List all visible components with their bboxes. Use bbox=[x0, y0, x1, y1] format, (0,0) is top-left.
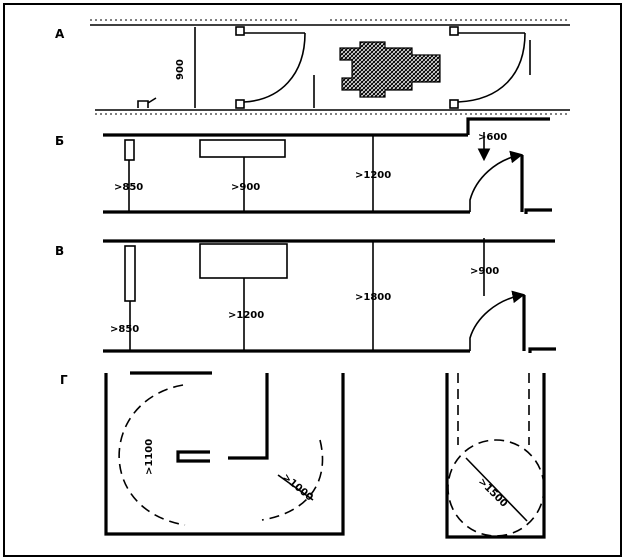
dim-850: >850 bbox=[114, 182, 143, 193]
dim-1000: >1000 bbox=[280, 472, 315, 504]
wheelchair-icon bbox=[339, 41, 441, 98]
width-dimension-text: 900 bbox=[175, 59, 186, 80]
dim-900: >900 bbox=[231, 182, 260, 193]
dim-1200: >1200 bbox=[228, 310, 264, 321]
dim-line-1500 bbox=[465, 457, 528, 522]
door-frame-bottom-right bbox=[449, 99, 459, 109]
dim-1500: >1500 bbox=[476, 476, 509, 509]
wall-bottom-right bbox=[528, 347, 556, 353]
section-v-label: В bbox=[55, 244, 64, 258]
wall-bottom-right bbox=[524, 208, 552, 214]
door-swing-arc-right bbox=[457, 32, 526, 103]
turning-circle bbox=[447, 439, 545, 537]
section-b-label: Б bbox=[55, 134, 64, 148]
dim-1200: >1200 bbox=[355, 170, 391, 181]
wall-step bbox=[466, 117, 550, 135]
dim-850: >850 bbox=[110, 324, 139, 335]
door-frame-top-left bbox=[235, 26, 245, 36]
obstacle-post bbox=[124, 245, 136, 302]
dim-1800: >1800 bbox=[355, 292, 391, 303]
turning-arc-left bbox=[118, 384, 186, 526]
section-a-label: А bbox=[55, 27, 65, 41]
dim-600: >600 bbox=[478, 132, 507, 143]
room-walls bbox=[104, 373, 345, 536]
section-g: Г >1100 >1000 >1500 bbox=[60, 371, 546, 539]
door-swing-arc-left bbox=[243, 32, 306, 103]
door-frame-top-right bbox=[449, 26, 459, 36]
inner-wall bbox=[228, 373, 269, 460]
obstacle-bench bbox=[199, 139, 286, 158]
door-stop bbox=[137, 97, 157, 108]
section-v: В >850 >1200 >1800 >900 bbox=[55, 238, 556, 353]
dim-1100: >1100 bbox=[144, 439, 155, 475]
section-a: А 900 bbox=[55, 19, 570, 115]
section-b: Б >850 >900 >1200 >600 bbox=[55, 117, 552, 214]
cubicle-walls bbox=[445, 373, 546, 539]
outer-border bbox=[3, 3, 622, 557]
obstacle-bench bbox=[199, 243, 288, 279]
door-swing-arc bbox=[469, 290, 526, 351]
door-swing-arc bbox=[469, 150, 524, 212]
door-frame-bottom-left bbox=[235, 99, 245, 109]
obstacle-post bbox=[124, 139, 135, 161]
section-g-label: Г bbox=[60, 373, 68, 387]
dim-900: >900 bbox=[470, 266, 499, 277]
dim-line-1000 bbox=[277, 474, 314, 501]
inner-wall-stub bbox=[176, 450, 210, 463]
turning-arc-right bbox=[261, 439, 324, 521]
